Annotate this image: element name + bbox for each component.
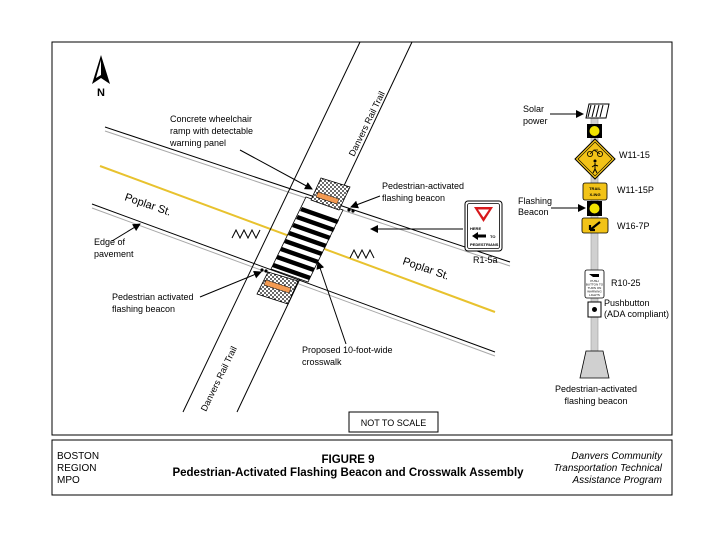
- callout-edge-line1: Edge of: [94, 237, 126, 247]
- r10-line1: PUSH: [590, 279, 598, 283]
- yield-pedestrians: PEDESTRIANS: [470, 242, 499, 247]
- solar-label-line2: power: [523, 116, 548, 126]
- crosswalk-stripe: [300, 207, 339, 224]
- yield-to: TO: [490, 234, 495, 239]
- north-label: N: [97, 87, 105, 99]
- w11-15-label: W11-15: [619, 150, 650, 160]
- crosswalk-stripe: [288, 231, 327, 248]
- callout-beacon-left-line2: flashing beacon: [112, 304, 175, 314]
- callout-ramp-line1: Concrete wheelchair: [170, 114, 252, 124]
- footer-program-line2: Transportation Technical: [554, 463, 663, 474]
- r10-line4: WARNING: [587, 290, 602, 294]
- sign-r15a-label: R1-5a: [473, 255, 498, 265]
- street-name-lower: Poplar St.: [401, 255, 451, 282]
- figure-title: Pedestrian-Activated Flashing Beacon and…: [172, 467, 524, 479]
- left-arrow-icon: [472, 232, 486, 240]
- not-to-scale-box: [348, 411, 439, 433]
- crosswalk-stripe: [280, 247, 319, 264]
- crosswalk-stripe: [296, 215, 335, 232]
- w11-15p-label: W11-15P: [617, 185, 654, 195]
- footer: BOSTON REGION MPO FIGURE 9 Pedestrian-Ac…: [57, 451, 663, 486]
- pushbutton-icon: [592, 307, 597, 312]
- trail-name-lower: Danvers Rail Trail: [199, 345, 239, 413]
- r10-25-sign: [584, 269, 605, 299]
- solar-label-line1: Solar: [523, 104, 544, 114]
- callout-ramp-line3: warning panel: [169, 138, 226, 148]
- trail-name-upper: Danvers Rail Trail: [347, 90, 387, 158]
- assembly-caption-line2: flashing beacon: [564, 396, 627, 406]
- trail-edge-west: [182, 42, 361, 413]
- callout-beacon-left-line1: Pedestrian activated: [112, 292, 194, 302]
- callout-crosswalk-line2: crosswalk: [302, 357, 342, 367]
- callout-crosswalk-line1: Proposed 10-foot-wide: [302, 345, 393, 355]
- footer-org-line3: MPO: [57, 475, 80, 486]
- pushbutton-label-line2: (ADA compliant): [604, 309, 669, 319]
- north-arrow: N: [92, 55, 110, 99]
- plaque-line1: TRAIL: [589, 186, 601, 191]
- pedestrian-icon: [591, 159, 599, 174]
- r10-line2: BUTTON TO: [586, 283, 604, 287]
- pushbutton-label-line1: Pushbutton: [604, 298, 650, 308]
- w11-15p-sign: [582, 182, 608, 201]
- ramp-north: [310, 177, 351, 211]
- w11-15-sign: [574, 138, 616, 180]
- crosswalk-stripe: [292, 223, 331, 240]
- callout-ramp-line2: ramp with detectable: [170, 126, 253, 136]
- street-edge-north: [104, 126, 511, 263]
- footer-program-line1: Danvers Community: [571, 451, 663, 462]
- crosswalk-stripe: [272, 263, 311, 280]
- callout-beacon-right-line2: flashing beacon: [382, 193, 445, 203]
- beacon-assembly: Solar power W11-15 TRAIL X-ING W11-15P F…: [518, 103, 669, 406]
- footer-org-line2: REGION: [57, 463, 96, 474]
- pole-base: [579, 350, 610, 379]
- r10-25-label: R10-25: [611, 278, 641, 288]
- crosswalk-stripe: [284, 239, 323, 256]
- street-name-upper: Poplar St.: [123, 191, 173, 218]
- crosswalk-stripe: [276, 255, 315, 272]
- not-to-scale: NOT TO SCALE: [361, 418, 427, 428]
- footer-frame: [51, 439, 673, 496]
- street-edge-south: [91, 203, 496, 353]
- flashing-label-line1: Flashing: [518, 196, 552, 206]
- crosswalk: [270, 196, 344, 283]
- callout-beacon-left: Pedestrian activated flashing beacon: [112, 270, 262, 314]
- sign-r15a: HERE TO PEDESTRIANS R1-5a: [370, 200, 503, 265]
- yield-markings-east: [349, 248, 375, 260]
- map-frame: [51, 41, 673, 436]
- callout-beacon-right: Pedestrian-activated flashing beacon: [350, 181, 464, 209]
- down-left-arrow-icon: [588, 221, 601, 232]
- beacon-marker-south: [260, 268, 268, 273]
- callout-edge-line2: pavement: [94, 249, 134, 259]
- plaque-line2: X-ING: [589, 192, 600, 197]
- r10-line5: LIGHTS: [589, 293, 600, 297]
- w16-7p-label: W16-7P: [617, 221, 650, 231]
- assembly-caption-line1: Pedestrian-activated: [555, 384, 637, 394]
- figure-number: FIGURE 9: [321, 454, 374, 466]
- footer-program-line3: Assistance Program: [572, 475, 662, 486]
- flashing-label-line2: Beacon: [518, 207, 549, 217]
- yield-markings-west: [231, 228, 261, 240]
- r10-line3: TURN ON: [588, 286, 602, 290]
- yield-here: HERE: [470, 226, 481, 231]
- footer-org-line1: BOSTON: [57, 451, 99, 462]
- ramp-south: [256, 271, 299, 305]
- beacon-marker-north: [347, 208, 355, 213]
- callout-beacon-right-line1: Pedestrian-activated: [382, 181, 464, 191]
- callout-crosswalk: Proposed 10-foot-wide crosswalk: [302, 261, 393, 367]
- bicycle-icon: [587, 149, 604, 157]
- callout-edge: Edge of pavement: [94, 223, 141, 259]
- callout-ramp: Concrete wheelchair ramp with detectable…: [169, 114, 313, 190]
